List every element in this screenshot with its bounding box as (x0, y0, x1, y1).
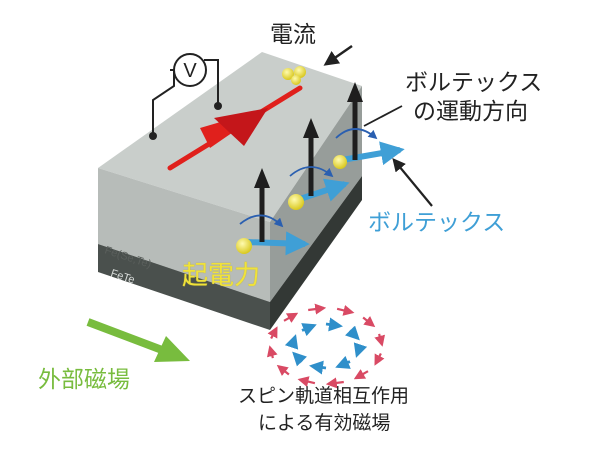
soc-field-arrow (362, 316, 376, 328)
external-field-label: 外部磁場 (38, 367, 130, 393)
contact-right (214, 102, 222, 110)
vortex-group (236, 82, 405, 256)
soc-field-arrow (301, 323, 317, 337)
contact-left (149, 132, 157, 140)
current-label: 電流 (270, 22, 316, 48)
soc-field-arrow (374, 333, 386, 347)
vortex (236, 168, 310, 256)
emf-label: 起電力 (182, 261, 261, 291)
soc-field-arrow (266, 345, 278, 359)
soc-field-arrow (335, 355, 351, 369)
block-front-face (98, 168, 270, 302)
soc-field-arrow (267, 326, 278, 340)
fete-layer-front (98, 244, 270, 330)
voltmeter-circuit: V (149, 53, 222, 140)
green-arrow-icon (86, 318, 190, 362)
soc-field-ring (266, 303, 386, 389)
vortex-motion-label-line2: の運動方向 (413, 99, 528, 125)
soc-field-arrow (353, 342, 368, 358)
soc-field-arrow (325, 377, 344, 389)
soc-field-arrow (284, 334, 299, 350)
soc-field-arrow (309, 360, 327, 375)
voltmeter-icon (173, 53, 207, 87)
soc-field-arrow (283, 312, 299, 323)
soc-field-arrow (292, 351, 307, 367)
vortex-motion-label-line1: ボルテックス (405, 70, 543, 96)
voltmeter-label: V (183, 60, 197, 82)
soc-field-arrow (353, 369, 369, 380)
electron-dots (282, 66, 306, 85)
soc-field-arrow (297, 376, 316, 387)
soc-label-line2: による有効磁場 (258, 412, 391, 434)
block-top-face (98, 52, 362, 222)
vortex-label: ボルテックス (368, 210, 506, 236)
current-pointer-arrow (323, 44, 353, 66)
soc-label-line1: スピン軌道相互作用 (238, 385, 410, 407)
current-arrow (167, 85, 303, 171)
soc-field-arrow (345, 325, 360, 341)
soc-field-arrow (325, 317, 343, 332)
vortex (288, 118, 350, 210)
vortex-pointer-arrow (392, 157, 433, 207)
soc-field-arrow (374, 352, 385, 366)
soc-field-arrow (276, 364, 290, 376)
motion-pointer-line (363, 105, 403, 127)
soc-field-arrow (308, 303, 327, 315)
soc-field-arrow (336, 305, 355, 316)
fete-layer-side (270, 176, 362, 330)
vortex (333, 82, 405, 169)
